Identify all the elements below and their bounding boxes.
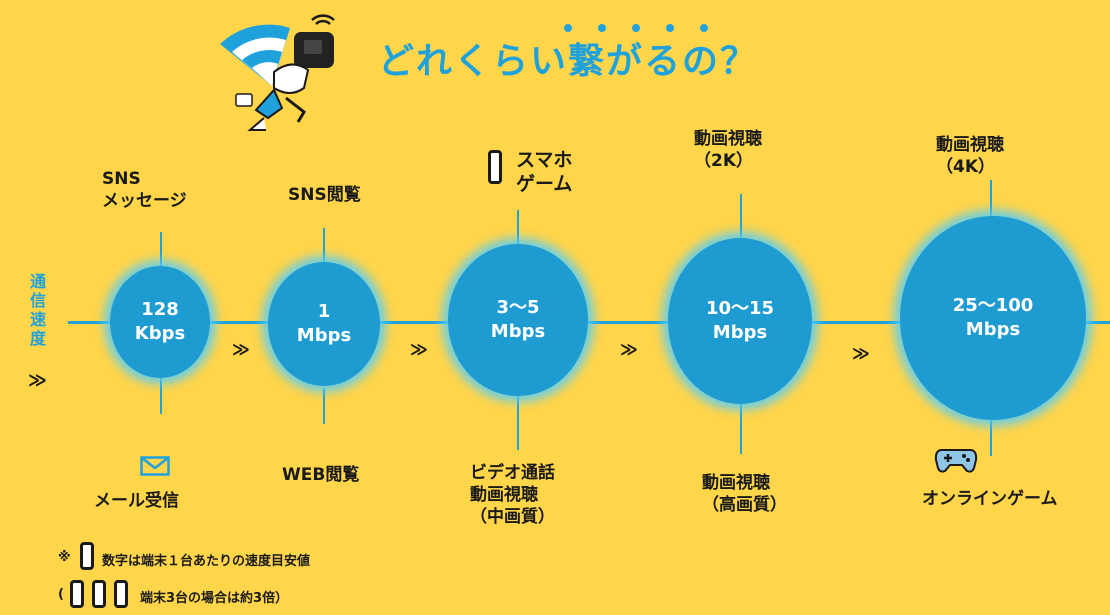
usage-label-bottom: メール受信 — [94, 491, 179, 511]
smartphone-icon — [114, 580, 128, 608]
note-paren: ( — [58, 587, 64, 602]
smartphone-icon — [70, 580, 84, 608]
note-text: 数字は端末１台あたりの速度目安値 — [102, 554, 311, 569]
speed-value: 3～5 — [496, 297, 540, 318]
speed-unit: Mbps — [296, 325, 352, 346]
usage-label-top: スマホ ゲーム — [516, 149, 573, 195]
connector-line — [740, 194, 742, 238]
speed-circle-3-5mbps: 3～5 Mbps — [448, 244, 588, 396]
speed-unit: Mbps — [965, 319, 1021, 340]
smartphone-icon — [488, 150, 502, 184]
speed-circle-1mbps: 1 Mbps — [268, 262, 380, 386]
connector-line — [160, 232, 162, 268]
usage-label-bottom: ビデオ通話 動画視聴 （中画質） — [470, 463, 555, 527]
speed-circle-25-100mbps: 25～100 Mbps — [900, 216, 1086, 420]
connector-line — [740, 404, 742, 454]
gamepad-icon — [934, 449, 978, 473]
step-separator-icon: ≫ — [852, 344, 870, 364]
step-separator-icon: ≫ — [620, 340, 638, 360]
usage-label-bottom: WEB閲覧 — [282, 465, 360, 485]
usage-label-top: SNS メッセージ — [102, 169, 187, 211]
speed-circle-128kbps: 128 Kbps — [110, 266, 210, 378]
envelope-icon — [140, 456, 170, 476]
connector-line — [517, 210, 519, 244]
step-separator-icon: ≫ — [410, 340, 428, 360]
wifi-mascot-illustration — [220, 14, 335, 131]
speed-circle-10-15mbps: 10～15 Mbps — [668, 238, 812, 404]
axis-arrow-icon: ≫ — [28, 370, 47, 391]
speed-value: 25～100 — [952, 295, 1034, 316]
page-title: どれくらい繋がるの？ — [378, 41, 759, 82]
connector-line — [990, 180, 992, 216]
step-separator-icon: ≫ — [232, 340, 250, 360]
smartphone-icon — [92, 580, 106, 608]
connector-line — [323, 388, 325, 424]
speed-unit: Kbps — [134, 323, 186, 344]
speed-value: 10～15 — [705, 298, 775, 319]
connector-line — [517, 396, 519, 450]
usage-label-top: SNS閲覧 — [288, 185, 361, 205]
title-emphasis-dots — [564, 24, 708, 32]
usage-label-bottom: オンラインゲーム — [922, 489, 1058, 509]
speed-axis-line — [68, 321, 1110, 324]
axis-label: 通信速度 — [29, 272, 46, 348]
speed-unit: Mbps — [490, 321, 546, 342]
usage-label-top: 動画視聴 （2K） — [694, 129, 762, 171]
connector-line — [160, 378, 162, 414]
connector-line — [323, 228, 325, 264]
usage-label-top: 動画視聴 （4K） — [936, 135, 1004, 177]
note-text: 端末3台の場合は約3倍） — [140, 591, 289, 606]
speed-value: 128 — [141, 299, 179, 320]
connector-line — [990, 420, 992, 456]
speed-unit: Mbps — [712, 322, 768, 343]
note-mark: ※ — [58, 550, 71, 565]
speed-value: 1 — [317, 301, 331, 322]
usage-label-bottom: 動画視聴 （高画質） — [702, 473, 787, 515]
smartphone-icon — [80, 542, 94, 570]
